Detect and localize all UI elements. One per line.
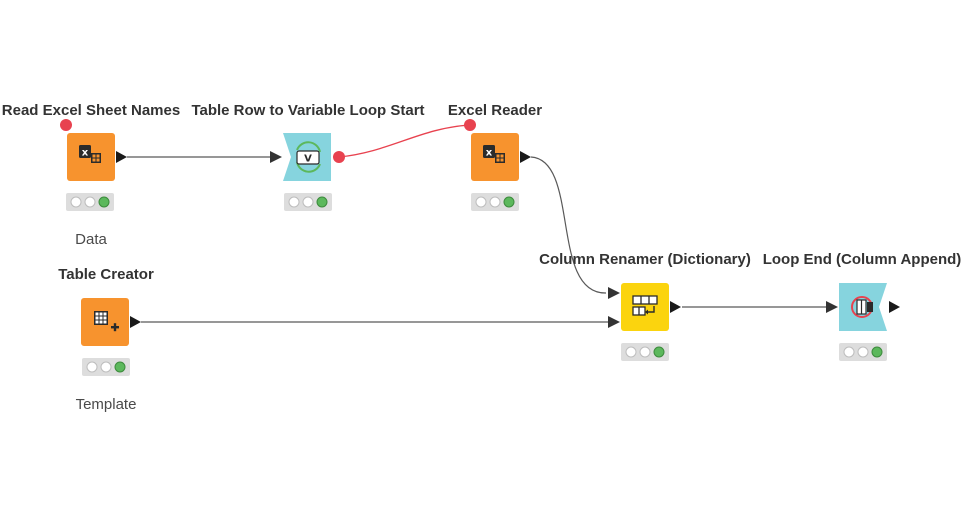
node-title: Table Row to Variable Loop Start [191, 102, 424, 119]
node-annotation: Template [76, 396, 137, 413]
variable-loop-icon: V [296, 141, 321, 173]
node-status-traffic-light [284, 193, 332, 211]
output-port[interactable] [130, 316, 141, 328]
table-plus-icon [94, 311, 119, 332]
input-port-arrow [826, 301, 838, 313]
node-status-traffic-light [82, 358, 130, 376]
node-title: Read Excel Sheet Names [2, 102, 180, 119]
flow-variable-port[interactable] [464, 119, 476, 131]
excel-sheet-icon: x [79, 145, 101, 163]
node-table-row-to-variable-loop-start[interactable]: Table Row to Variable Loop Start V [191, 102, 425, 211]
node-title: Table Creator [58, 266, 154, 283]
connection-loop-start-to-excel-reader[interactable] [338, 124, 471, 158]
node-title: Excel Reader [448, 102, 542, 119]
node-excel-reader[interactable]: Excel Reader x [448, 102, 542, 211]
output-port[interactable] [889, 301, 900, 313]
node-status-traffic-light [621, 343, 669, 361]
output-port[interactable] [520, 151, 531, 163]
flow-variable-port[interactable] [333, 151, 345, 163]
node-read-excel-sheet-names[interactable]: Read Excel Sheet Names x Data [2, 102, 180, 248]
output-port[interactable] [670, 301, 681, 313]
flow-variable-port[interactable] [60, 119, 72, 131]
output-port[interactable] [116, 151, 127, 163]
input-port-arrow [608, 287, 620, 299]
node-loop-end-column-append[interactable]: Loop End (Column Append) [763, 251, 962, 361]
node-status-traffic-light [66, 193, 114, 211]
table-rename-icon [632, 295, 658, 316]
svg-text:x: x [82, 148, 89, 159]
connection-excel-reader-to-renamer[interactable] [530, 156, 607, 294]
connections-layer [127, 124, 838, 328]
node-title: Column Renamer (Dictionary) [539, 251, 751, 268]
svg-text:x: x [486, 148, 493, 159]
node-status-traffic-light [471, 193, 519, 211]
node-title: Loop End (Column Append) [763, 251, 962, 268]
svg-text:V: V [304, 154, 312, 165]
node-column-renamer-dictionary[interactable]: Column Renamer (Dictionary) [539, 251, 751, 361]
node-table-creator[interactable]: Table Creator Template [58, 266, 154, 413]
loop-end-icon [851, 296, 873, 318]
node-status-traffic-light [839, 343, 887, 361]
excel-sheet-icon: x [483, 145, 505, 163]
node-annotation: Data [75, 231, 107, 248]
input-port-arrow [270, 151, 282, 163]
input-port-arrow [608, 316, 620, 328]
